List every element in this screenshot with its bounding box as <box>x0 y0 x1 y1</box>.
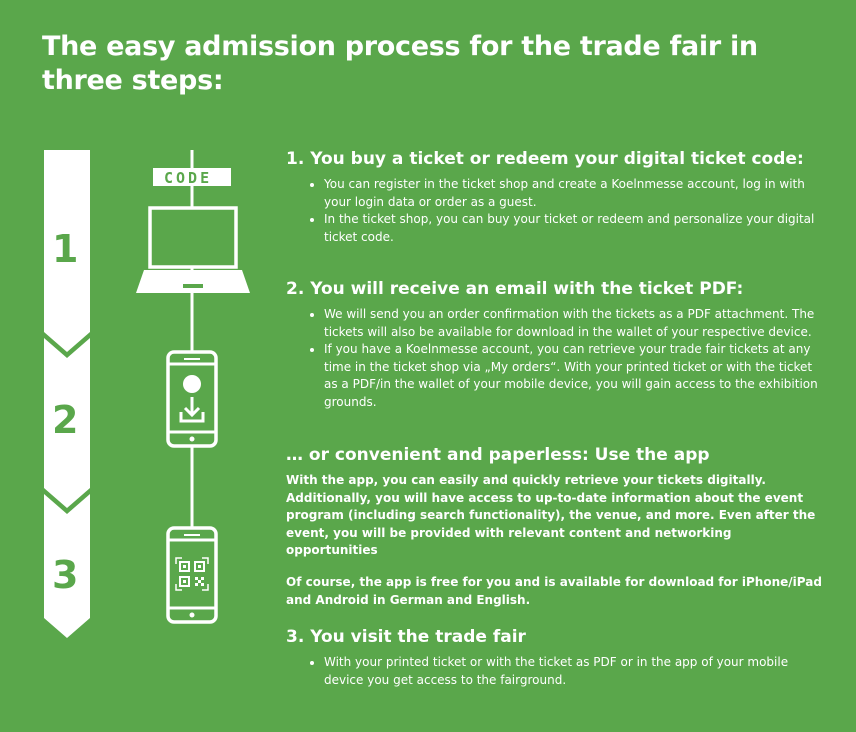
step-2-chevron <box>44 338 90 508</box>
section-1-heading: 1. You buy a ticket or redeem your digit… <box>286 149 804 169</box>
section-3-heading: 3. You visit the trade fair <box>286 627 526 647</box>
section-2-bullets: We will send you an order confirmation w… <box>286 306 826 412</box>
code-label: CODE <box>164 169 212 187</box>
list-item: We will send you an order confirmation w… <box>324 306 826 341</box>
section-step-3: 3. You visit the trade fair With your pr… <box>286 626 826 689</box>
list-item: You can register in the ticket shop and … <box>324 176 826 211</box>
section-1-bullets: You can register in the ticket shop and … <box>286 176 826 246</box>
list-item: If you have a Koelnmesse account, you ca… <box>324 341 826 411</box>
code-label-box <box>153 168 231 186</box>
section-app-heading: … or convenient and paperless: Use the a… <box>286 445 710 465</box>
list-item: With your printed ticket or with the tic… <box>324 654 826 689</box>
smartphone-download-icon <box>166 350 218 448</box>
page-title: The easy admission process for the trade… <box>42 31 758 96</box>
step-1-chevron <box>44 150 90 352</box>
section-step-2: 2. You will receive an email with the ti… <box>286 278 826 412</box>
step-number-3: 3 <box>52 553 78 597</box>
smartphone-qr-icon <box>166 526 218 624</box>
section-app-paragraph-1: With the app, you can easily and quickly… <box>286 473 816 558</box>
steps-chevron-column: 1 2 3 <box>44 150 90 638</box>
step-number-1: 1 <box>52 227 78 271</box>
section-2-heading: 2. You will receive an email with the ti… <box>286 279 744 299</box>
section-step-1: 1. You buy a ticket or redeem your digit… <box>286 148 826 246</box>
section-app: … or convenient and paperless: Use the a… <box>286 444 826 609</box>
laptop-icon <box>136 206 250 293</box>
process-icons-column: CODE <box>136 150 250 624</box>
section-app-paragraph-2: Of course, the app is free for you and i… <box>286 574 822 607</box>
step-number-2: 2 <box>52 398 78 442</box>
list-item: In the ticket shop, you can buy your tic… <box>324 211 826 246</box>
step-3-chevron <box>44 494 90 638</box>
section-3-bullets: With your printed ticket or with the tic… <box>286 654 826 689</box>
